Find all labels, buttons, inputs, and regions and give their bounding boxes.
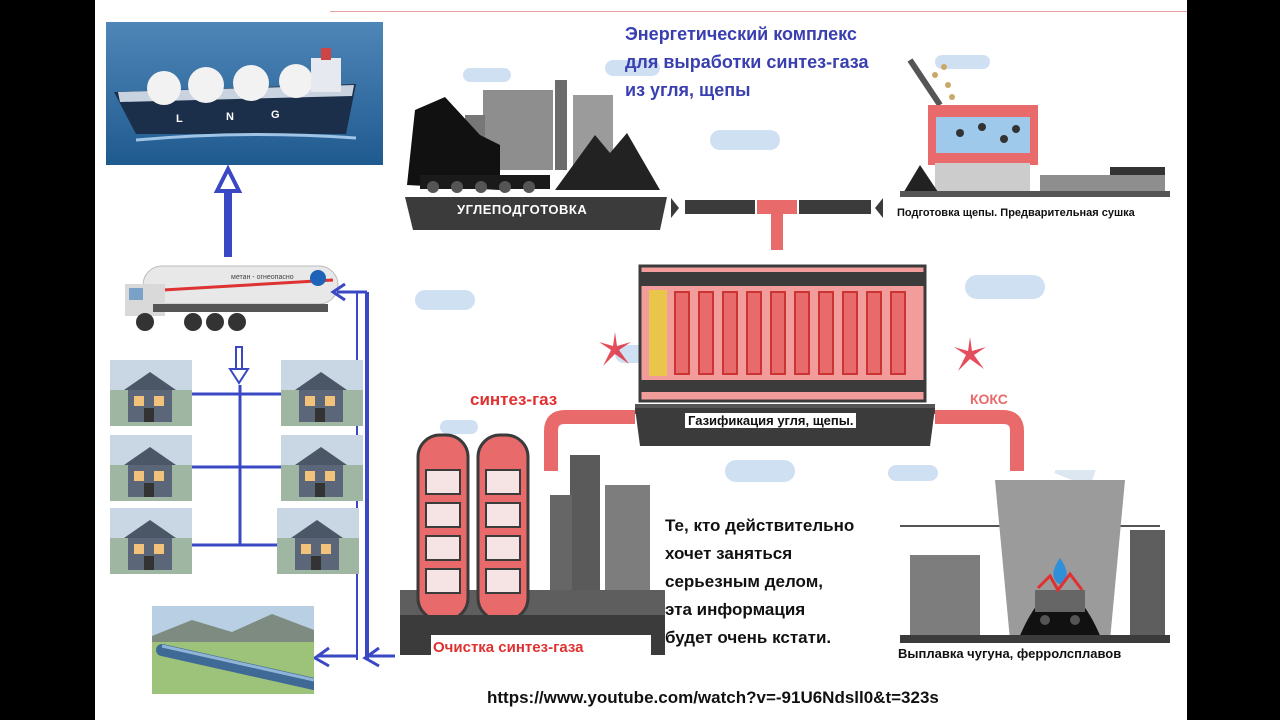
cloud xyxy=(965,275,1045,299)
ship-letter-g: G xyxy=(271,109,280,121)
cleaning-label: Очистка синтез-газа xyxy=(433,639,584,656)
cloud xyxy=(415,290,475,310)
gasification-label: Газификация угля, щепы. xyxy=(685,413,857,428)
cloud xyxy=(725,460,795,482)
house-icon xyxy=(281,435,363,501)
down-arrow-icon xyxy=(228,346,250,385)
gas-tanker-truck-icon: метан - огнеопасно xyxy=(123,258,343,340)
cloud xyxy=(605,60,660,76)
syngas-label: синтез-газ xyxy=(470,390,558,409)
smelting-label: Выплавка чугуна, ферролсплавов xyxy=(898,646,1122,661)
diagram-title: Энергетический комплекс для выработки си… xyxy=(625,24,869,100)
smelting-plant xyxy=(900,325,1170,645)
note-text: Те, кто действительно хочет заняться сер… xyxy=(665,516,855,647)
cloud xyxy=(888,465,938,481)
coke-label: кокс xyxy=(970,391,1008,407)
diagram-canvas: Энергетический комплекс для выработки си… xyxy=(95,0,1187,720)
conveyor-connector xyxy=(671,198,883,250)
syngas-pipe xyxy=(544,410,635,471)
coke-pipe xyxy=(935,410,1024,471)
truck-text: метан - огнеопасно xyxy=(231,274,294,281)
coal-prep-label: УГЛЕПОДГОТОВКА xyxy=(457,202,588,217)
wood-chip-dryer xyxy=(900,55,1170,205)
spark-icon xyxy=(599,332,631,366)
top-rule xyxy=(330,11,1187,12)
ship-letter-n: N xyxy=(226,111,234,123)
cloud xyxy=(710,130,780,150)
up-arrow-icon xyxy=(213,165,243,257)
ship-letter-l: L xyxy=(176,113,183,125)
cloud xyxy=(935,55,990,69)
house-icon xyxy=(110,435,192,501)
pipeline-icon xyxy=(152,606,320,694)
house-icon xyxy=(277,508,359,574)
cloud xyxy=(463,68,511,82)
coal-preparation-plant: УГЛЕПОДГОТОВКА xyxy=(405,75,667,230)
cleaning-label-box: Очистка синтез-газа xyxy=(431,635,651,659)
house-icon xyxy=(281,360,363,426)
wood-prep-label: Подготовка щепы. Предварительная сушка xyxy=(897,207,1135,219)
cloud xyxy=(440,420,478,434)
gas-cleaning-plant xyxy=(400,425,665,655)
house-icon xyxy=(110,508,192,574)
lng-tanker-icon: L N G xyxy=(106,22,383,165)
house-icon xyxy=(110,360,192,426)
spark-icon xyxy=(954,337,986,371)
source-url[interactable]: https://www.youtube.com/watch?v=-91U6Nds… xyxy=(487,688,939,707)
